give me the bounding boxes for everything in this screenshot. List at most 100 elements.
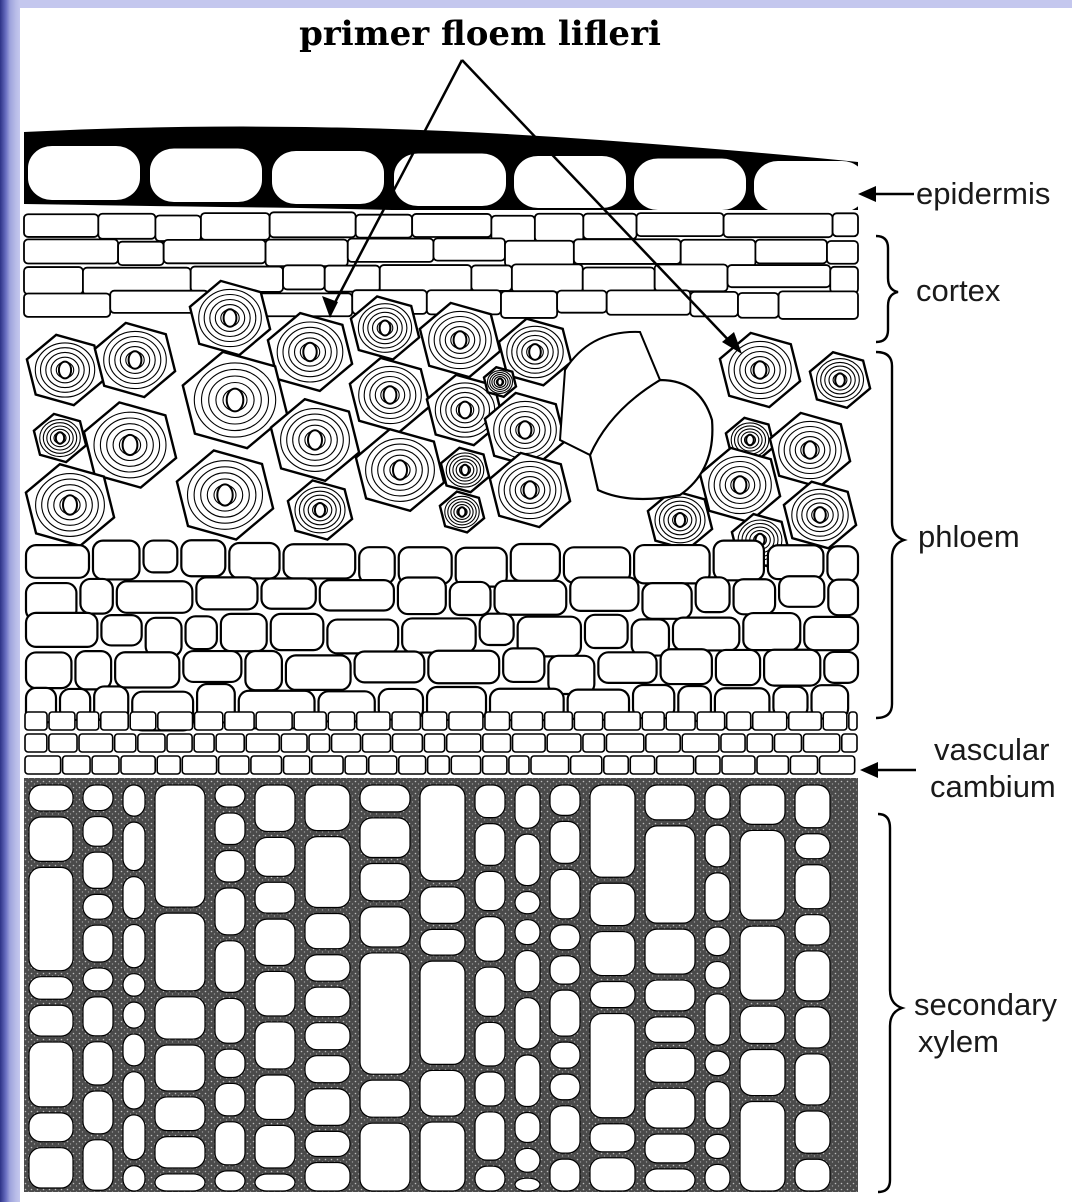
cambium-cell [182,756,216,774]
cambium-cell [246,734,279,752]
xylem-vessel-cell [740,1006,785,1043]
cambium-cell [25,734,47,752]
phloem-parenchyma-cell [26,545,89,578]
phloem-parenchyma-cell [503,648,544,682]
cambium-cell [251,756,282,774]
cambium-cell [157,756,180,774]
xylem-vessel-cell [305,1089,350,1126]
cortex-cell [681,240,756,267]
xylem-vessel-cell [29,1042,73,1107]
xylem-brace [878,814,902,1192]
xylem-vessel-cell [645,785,695,820]
epidermis-cell [28,146,140,200]
phloem-parenchyma-cell [271,614,324,650]
cambium-cell [571,756,602,774]
phloem-parenchyma-cell [286,655,351,689]
phloem-parenchyma-cell [181,540,225,576]
xylem-vessel-cell [515,785,540,828]
cortex-cell [356,215,412,238]
phloem-parenchyma-cell [402,618,476,652]
phloem-parenchyma-cell [734,579,776,614]
cambium-cell [216,734,244,752]
xylem-vessel-cell [255,1174,295,1191]
phloem-fiber-cell [268,313,352,391]
xylem-vessel-cell [590,1158,635,1191]
xylem-vessel-cell [83,817,113,847]
phloem-fiber-cell [484,367,516,397]
xylem-vessel-cell [705,1082,730,1129]
phloem-parenchyma-cell [320,580,394,610]
xylem-vessel-cell [795,1054,830,1105]
epidermis-cell [150,149,262,203]
xylem-vessel-cell [475,871,505,910]
cortex-cell [738,293,779,318]
xylem-vessel-cell [255,785,295,831]
cambium-cell [722,756,755,774]
xylem-vessel-cell [515,1113,540,1143]
xylem-vessel-cell [155,1045,205,1091]
xylem-vessel-cell [360,818,410,858]
cortex-layer [24,210,858,320]
xylem-vessel-cell [515,920,540,945]
xylem-vessel-cell [550,1159,580,1191]
phloem-parenchyma-cell [115,652,179,687]
phloem-parenchyma-cell [450,582,491,615]
xylem-vessel-cell [360,864,410,901]
cambium-cell [666,712,695,730]
cambium-arrowhead [860,762,878,778]
title-primer-floem-lifleri: primer floem lifleri [0,14,960,54]
xylem-vessel-cell [83,968,113,991]
xylem-vessel-cell [255,882,295,913]
xylem-vessel-cell [705,825,730,867]
cambium-cell [158,712,193,730]
cambium-cell [167,734,192,752]
xylem-vessel-cell [255,971,295,1016]
cortex-cell [266,240,348,267]
cambium-cell [63,756,90,774]
phloem-parenchyma-cell [511,544,560,581]
cambium-cell [25,756,61,774]
xylem-vessel-cell [550,1106,580,1153]
phloem-parenchyma-cell [570,577,638,610]
phloem-fiber-cell [356,429,444,511]
label-vascular: vascular [934,733,1049,767]
phloem-fiber-cell [288,480,352,539]
cambium-cell [531,756,569,774]
cambium-cell [512,712,543,730]
cambium-cell [604,756,628,774]
cambium-cell [219,756,249,774]
xylem-vessel-cell [305,914,350,949]
cortex-cell [607,290,691,314]
cortex-cell [98,214,155,239]
epidermis-cell [634,159,746,211]
phloem-parenchyma-cell [480,614,514,645]
phloem-fiber-cell [770,413,850,487]
cambium-cell [256,712,292,730]
phloem-parenchyma-cell [183,651,241,682]
xylem-vessel-cell [123,1034,145,1066]
xylem-vessel-cell [83,1042,113,1085]
xylem-layer [24,778,858,1192]
phloem-parenchyma-cell [26,652,71,688]
cambium-cell [451,756,480,774]
xylem-vessel-cell [740,1102,785,1191]
cambium-cell [281,734,307,752]
xylem-vessel-cell [215,785,245,807]
cortex-cell [471,265,511,291]
xylem-vessel-cell [795,1159,830,1191]
phloem-fiber-layer [26,281,870,566]
xylem-vessel-cell [29,1148,73,1188]
xylem-vessel-cell [475,967,505,1016]
phloem-parenchyma-cell [101,615,141,645]
phloem-parenchyma-cell [117,581,193,613]
phloem-parenchyma-cell [634,545,710,583]
xylem-vessel-cell [29,785,73,811]
cortex-cell [557,291,607,313]
cambium-cell [753,712,787,730]
xylem-vessel-cell [123,877,145,919]
xylem-vessel-cell [215,998,245,1043]
cambium-cell [399,756,426,774]
xylem-vessel-cell [705,962,730,988]
cortex-cell [728,265,831,287]
xylem-vessel-cell [475,824,505,866]
